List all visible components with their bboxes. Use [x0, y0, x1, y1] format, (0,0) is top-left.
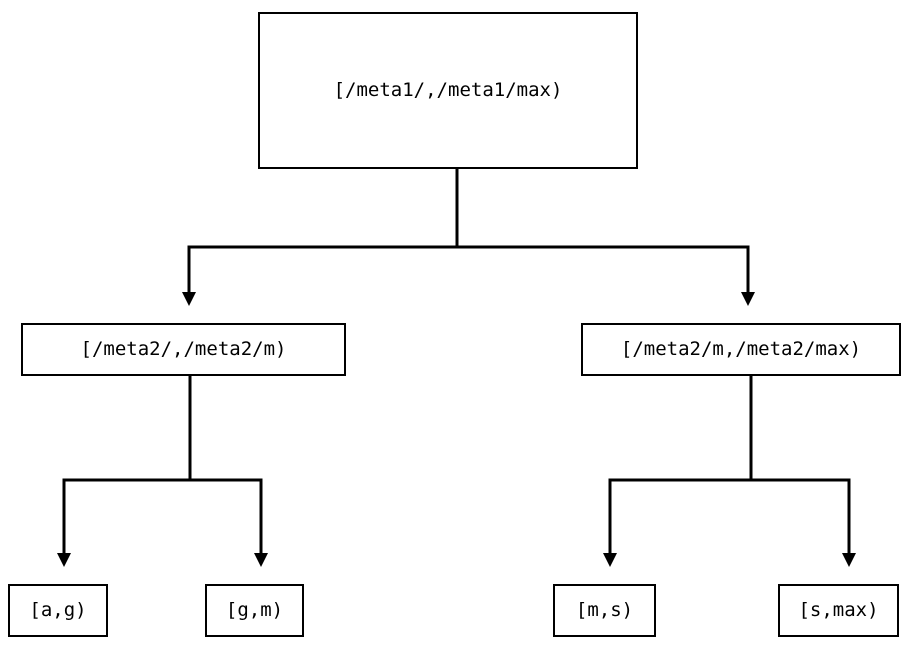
node-root[interactable]: [/meta1/,/meta1/max) [258, 12, 638, 169]
node-leaf-m-s[interactable]: [m,s) [553, 584, 656, 637]
arrowhead-leaf-g-m-icon [254, 553, 268, 567]
node-leaf-a-g-label: [a,g) [29, 599, 87, 621]
node-mid-right[interactable]: [/meta2/m,/meta2/max) [581, 323, 901, 376]
arrowhead-leaf-s-max-icon [842, 553, 856, 567]
node-leaf-a-g[interactable]: [a,g) [8, 584, 108, 637]
node-mid-right-label: [/meta2/m,/meta2/max) [620, 338, 862, 360]
arrowhead-leaf-m-s-icon [603, 553, 617, 567]
arrowhead-mid-right-icon [741, 292, 755, 306]
node-root-label: [/meta1/,/meta1/max) [333, 79, 563, 101]
node-leaf-s-max-label: [s,max) [798, 599, 879, 621]
arrowhead-leaf-a-g-icon [57, 553, 71, 567]
node-mid-left[interactable]: [/meta2/,/meta2/m) [21, 323, 346, 376]
node-leaf-g-m-label: [g,m) [225, 599, 284, 621]
node-mid-left-label: [/meta2/,/meta2/m) [80, 338, 287, 360]
node-leaf-g-m[interactable]: [g,m) [205, 584, 304, 637]
node-leaf-m-s-label: [m,s) [575, 599, 634, 621]
node-leaf-s-max[interactable]: [s,max) [778, 584, 899, 637]
arrowhead-mid-left-icon [182, 292, 196, 306]
